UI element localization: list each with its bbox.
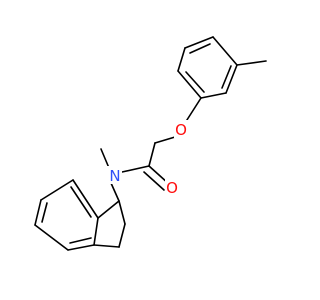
ring-ether-bond <box>184 97 202 124</box>
carbonyl-double-bond <box>143 171 165 191</box>
bond <box>177 70 202 99</box>
atom-amide-nitrogen: N <box>107 166 122 185</box>
amide-cn-bond <box>121 165 150 173</box>
bond <box>200 92 227 99</box>
atom-label: O <box>166 179 178 197</box>
double-bond-inner <box>70 186 92 218</box>
indane-benzene-ring <box>34 179 99 251</box>
bond <box>93 244 120 248</box>
double-bond-inner <box>189 43 211 54</box>
bond <box>34 224 69 251</box>
atom-label: N <box>109 167 120 185</box>
double-bond-inner <box>69 237 92 244</box>
ether-ch2-bond <box>154 136 176 144</box>
bond <box>118 223 126 248</box>
bond <box>212 36 238 66</box>
n-methyl-bond <box>100 148 110 169</box>
bond <box>93 217 99 246</box>
atom-carbonyl-oxygen: O <box>165 178 179 197</box>
bond <box>118 200 126 225</box>
bond <box>177 47 186 72</box>
atom-ether-oxygen: O <box>174 120 188 139</box>
atom-label: O <box>175 121 187 139</box>
tolyl-ring <box>177 36 238 99</box>
indane-five-ring <box>93 200 126 248</box>
double-bond-inner <box>41 202 48 223</box>
ch2-carbonyl-bond <box>148 142 156 167</box>
bond <box>225 64 238 94</box>
bond <box>40 179 74 201</box>
molecule-structure: O O N <box>34 36 267 251</box>
double-bond-inner <box>185 71 205 93</box>
bond <box>97 200 120 219</box>
double-bond-inner <box>221 65 232 89</box>
n-indanyl-bond <box>110 182 120 202</box>
bond <box>184 36 214 49</box>
bond <box>34 199 42 226</box>
bond <box>72 179 99 219</box>
bond <box>67 244 95 251</box>
methyl-bond <box>236 60 267 66</box>
